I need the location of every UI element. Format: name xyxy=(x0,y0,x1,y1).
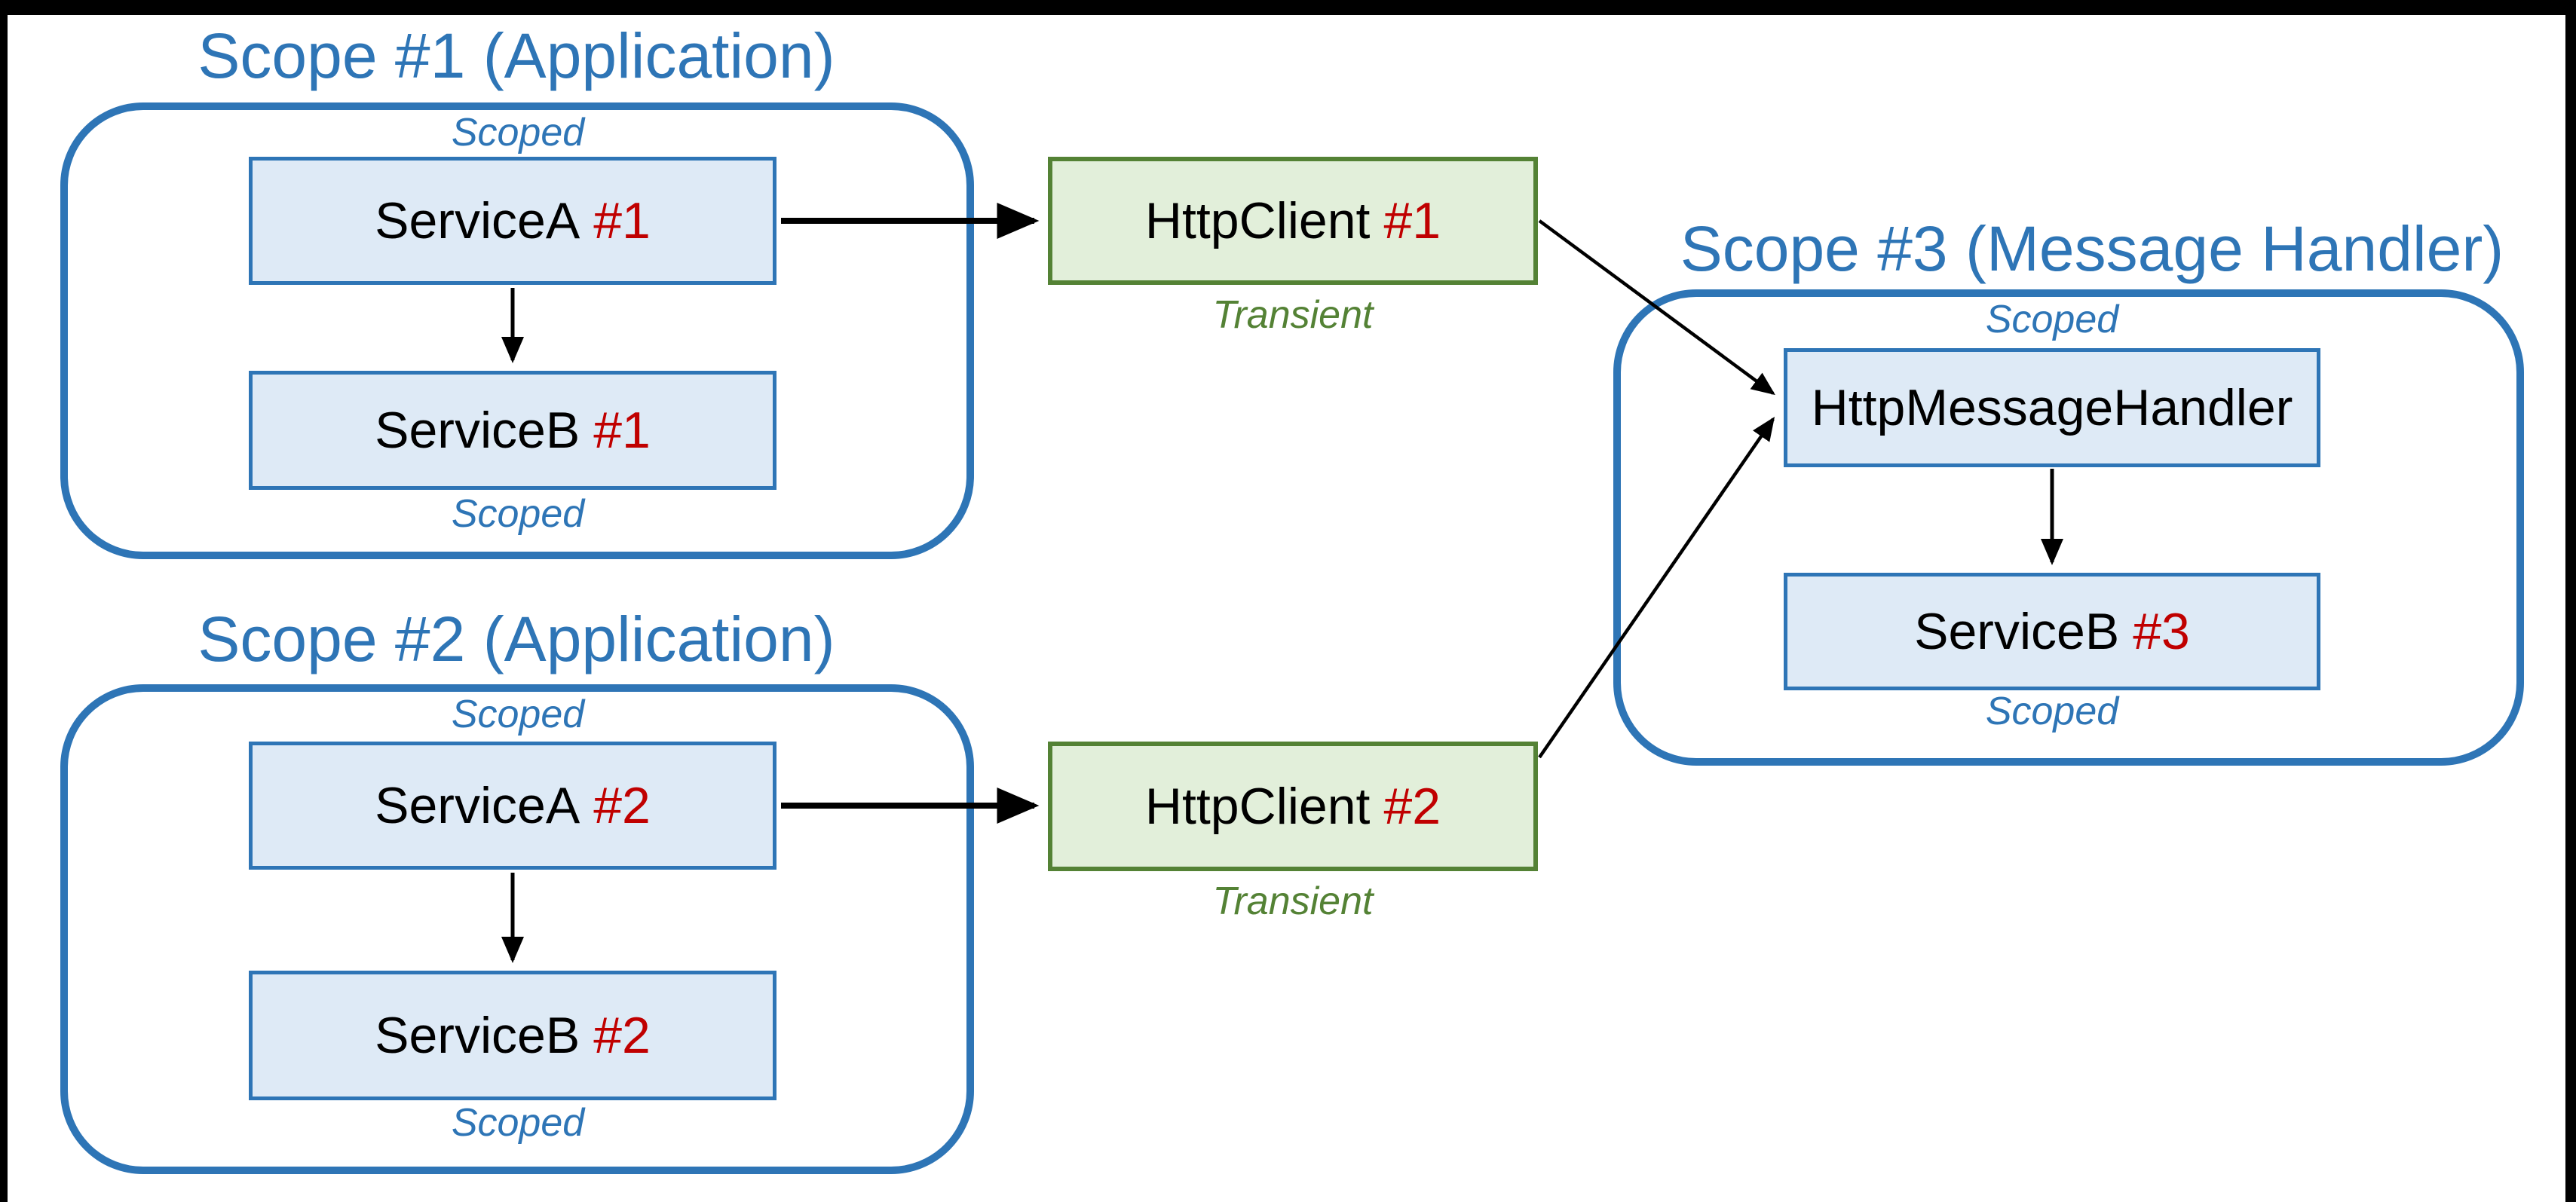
httpclient2-instance: #2 xyxy=(1383,778,1441,835)
servicea2-label: ServiceA xyxy=(375,777,580,834)
serviceb1-label: ServiceB xyxy=(375,402,580,459)
httpclient1-lifetime-label: Transient xyxy=(1212,293,1374,337)
httpclient1-label: HttpClient xyxy=(1144,192,1371,249)
httpclient2-label: HttpClient xyxy=(1144,778,1371,835)
scope2-boundary xyxy=(60,684,974,1174)
serviceb3-instance: #3 xyxy=(2133,603,2190,660)
serviceb3-node: ServiceB #3 xyxy=(1784,573,2320,690)
serviceb2-instance: #2 xyxy=(593,1007,651,1064)
servicea2-instance: #2 xyxy=(593,777,651,834)
httpclient1-node: HttpClient #1 xyxy=(1048,157,1538,285)
serviceb1-instance: #1 xyxy=(593,402,651,459)
serviceb2-node: ServiceB #2 xyxy=(249,971,776,1100)
serviceb2-label: ServiceB xyxy=(375,1007,580,1064)
serviceb1-node: ServiceB #1 xyxy=(249,371,776,490)
scope3-title: Scope #3 (Message Handler) xyxy=(1680,213,2504,284)
scope3-scoped-label-bottom: Scoped xyxy=(1985,690,2119,733)
httpclient1-instance: #1 xyxy=(1383,192,1441,249)
httpmessagehandler-label: HttpMessageHandler xyxy=(1811,379,2293,436)
httpclient2-node: HttpClient #2 xyxy=(1048,742,1538,871)
servicea1-node: ServiceA #1 xyxy=(249,157,776,285)
servicea1-label: ServiceA xyxy=(375,192,580,249)
serviceb3-label: ServiceB xyxy=(1914,603,2120,660)
scope1-boundary xyxy=(60,102,974,559)
httpmessagehandler-node: HttpMessageHandler xyxy=(1784,348,2320,467)
httpclient2-lifetime-label: Transient xyxy=(1212,879,1374,923)
servicea1-instance: #1 xyxy=(593,192,651,249)
scope2-scoped-label-top: Scoped xyxy=(451,693,585,736)
scope2-title: Scope #2 (Application) xyxy=(198,604,835,674)
servicea2-node: ServiceA #2 xyxy=(249,742,776,870)
scope1-title: Scope #1 (Application) xyxy=(198,20,835,91)
scope3-scoped-label-top: Scoped xyxy=(1985,298,2119,341)
scope2-scoped-label-bottom: Scoped xyxy=(451,1101,585,1145)
scope1-scoped-label-top: Scoped xyxy=(451,111,585,154)
scope1-scoped-label-bottom: Scoped xyxy=(451,492,585,536)
